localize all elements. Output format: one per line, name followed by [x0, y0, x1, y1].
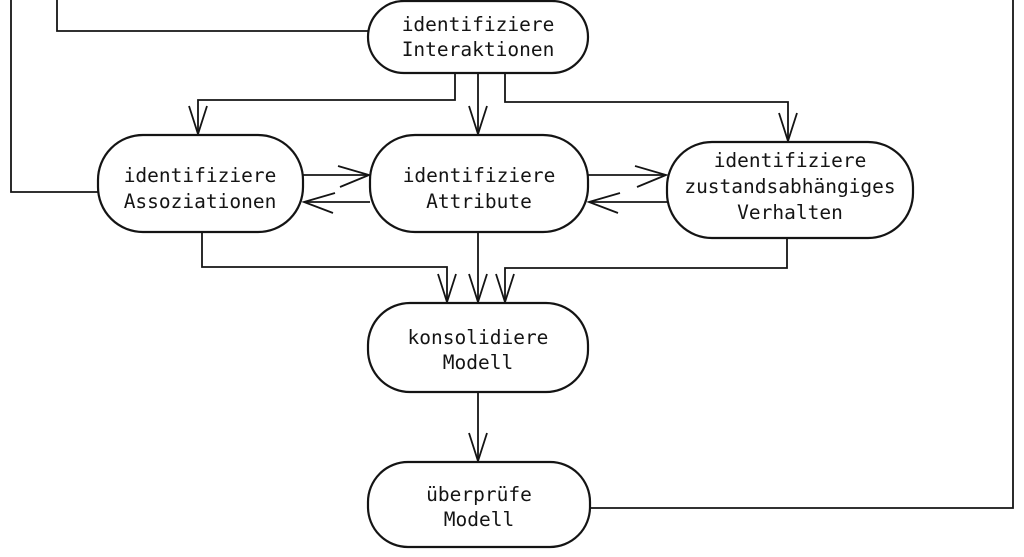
label-verhalten-line3: Verhalten: [737, 201, 843, 224]
label-konsolidiere-line2: Modell: [443, 351, 513, 374]
label-attribute-line2: Attribute: [426, 190, 532, 213]
label-ueberpruefe-line1: überprüfe: [426, 483, 532, 506]
node-labels: identifiziere Interaktionen identifizier…: [124, 13, 896, 531]
label-assoziationen-line1: identifiziere: [124, 164, 277, 187]
node-ueberpruefe-modell: [366, 460, 592, 549]
edge-feedback-left-to-assoziationen: [10, 0, 98, 193]
label-interaktionen-line1: identifiziere: [402, 13, 555, 36]
label-konsolidiere-line1: konsolidiere: [408, 326, 549, 349]
label-interaktionen-line2: Interaktionen: [402, 38, 555, 61]
edge-interaktionen-to-verhalten: [504, 73, 789, 140]
node-identifiziere-assoziationen: [96, 133, 305, 234]
edge-verhalten-to-konsolidiere: [504, 238, 788, 301]
label-verhalten-line1: identifiziere: [714, 149, 867, 172]
label-ueberpruefe-line2: Modell: [444, 508, 514, 531]
edge-assoziationen-to-konsolidiere: [201, 232, 448, 301]
arrowhead-left-into-attribute: [586, 192, 621, 214]
edge-feedback-left-to-interaktionen: [56, 0, 368, 32]
arrowhead-right-into-attribute: [337, 165, 372, 188]
node-identifiziere-attribute: [368, 133, 590, 234]
node-identifiziere-interaktionen: [366, 0, 590, 75]
node-konsolidiere-modell: [366, 301, 590, 394]
label-attribute-line1: identifiziere: [403, 164, 556, 187]
label-assoziationen-line2: Assoziationen: [124, 190, 277, 213]
edge-interaktionen-to-assoziationen: [197, 73, 456, 133]
edges: [10, 0, 1014, 509]
node-identifiziere-zustandsabhaengiges-verhalten: [665, 140, 915, 240]
arrowhead-right-into-verhalten: [634, 165, 669, 188]
nodes: [96, 0, 915, 549]
arrowhead-left-into-assoziationen: [301, 192, 336, 214]
edge-feedback-ueberpruefe-right: [590, 0, 1014, 509]
label-verhalten-line2: zustandsabhängiges: [684, 175, 895, 198]
